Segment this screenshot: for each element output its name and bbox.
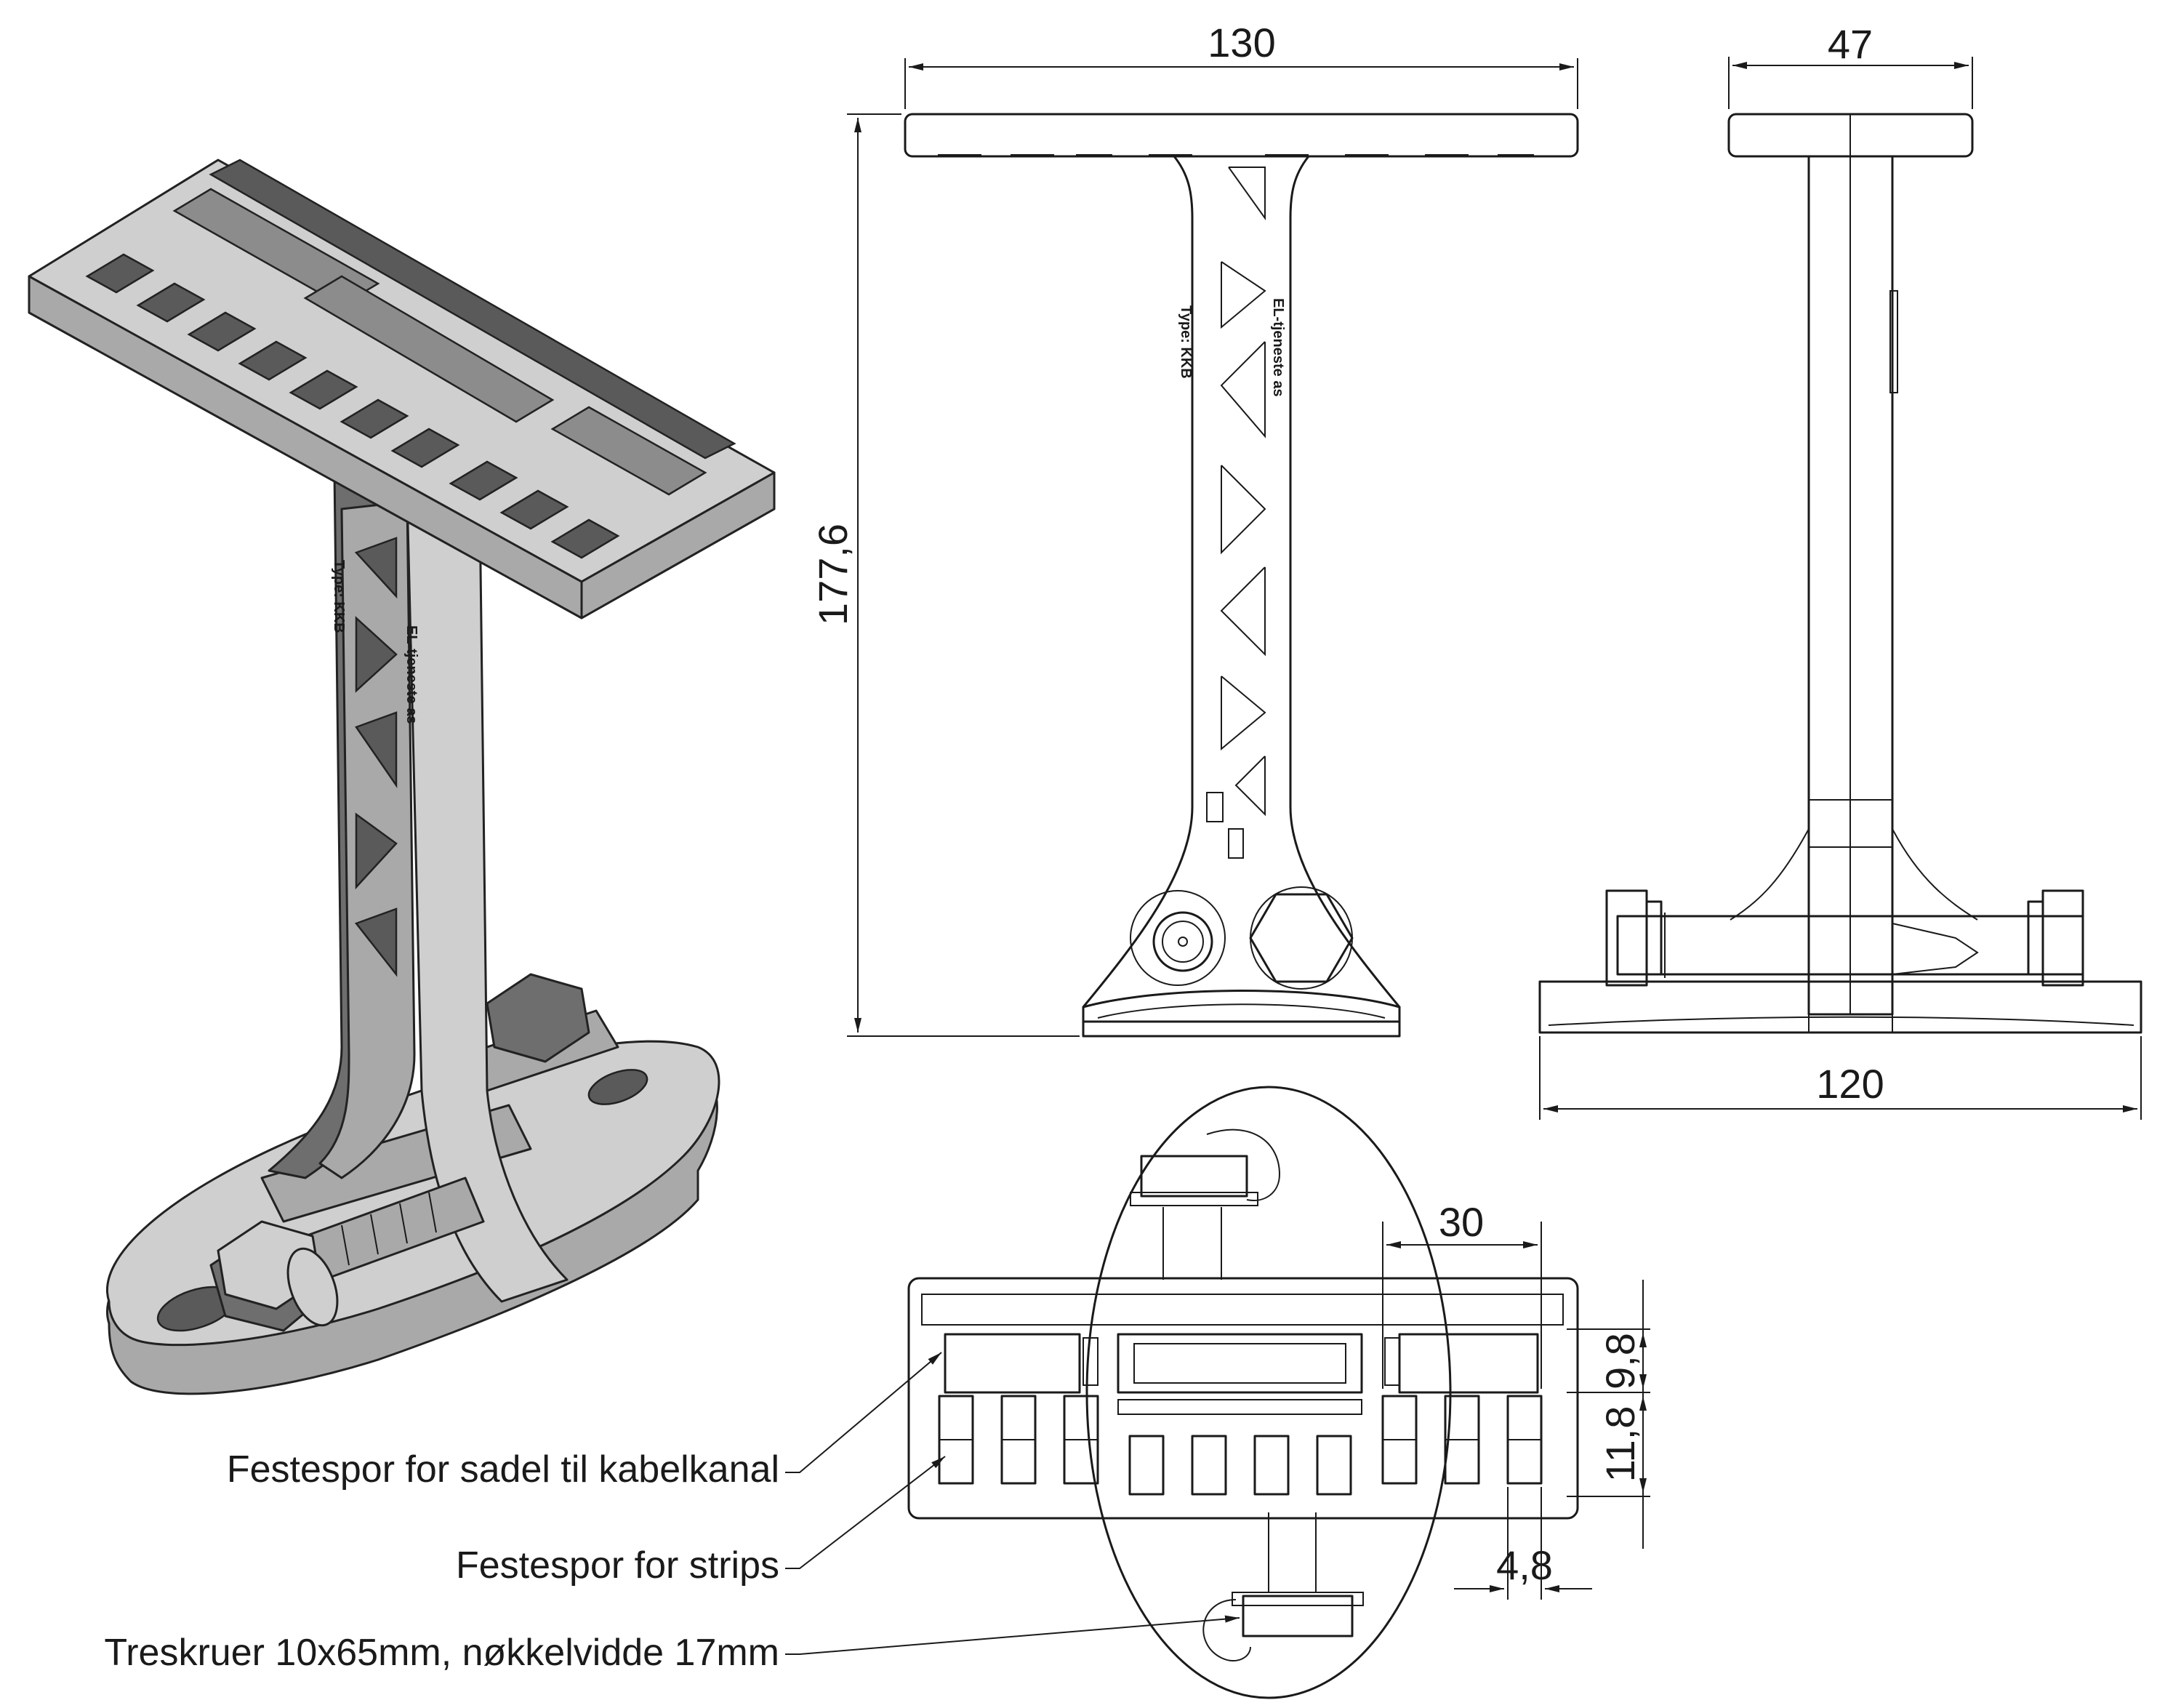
- side-base: [1538, 980, 2142, 1034]
- front-screw-head-hex: [1249, 893, 1354, 983]
- dim-side-base: 120: [1816, 1061, 1884, 1107]
- dim-side-width: 47: [1828, 21, 1873, 67]
- cable-channel-slot-right: [1398, 1333, 1539, 1394]
- front-view: EL-tjeneste as Type: KKB: [904, 113, 1579, 1038]
- iso-screw-front: [209, 1176, 485, 1332]
- front-dimensions: 130 177,6: [810, 20, 1578, 1037]
- front-lattice: EL-tjeneste as Type: KKB: [1178, 167, 1286, 859]
- dim-top-row2: 11,8: [1597, 1406, 1643, 1483]
- cable-channel-slot-left: [944, 1333, 1081, 1394]
- dim-top-row1: 9,8: [1597, 1333, 1643, 1390]
- top-screw-head-lower: [1242, 1595, 1354, 1637]
- dim-front-height: 177,6: [810, 524, 856, 625]
- front-column: [1082, 155, 1401, 1023]
- callout-wood-screws: Treskruer 10x65mm, nøkkelvidde 17mm: [104, 1632, 779, 1674]
- callout-cable-channel-saddle: Festespor for sadel til kabelkanal: [227, 1448, 779, 1491]
- iso-engraving-top: EL-tjeneste as: [403, 625, 419, 724]
- front-top-plate: [904, 113, 1579, 158]
- top-view: [907, 1086, 1579, 1699]
- iso-column: EL-tjeneste as Type: KKB: [268, 464, 569, 1303]
- isometric-view: EL-tjeneste as Type: KKB: [28, 159, 776, 1395]
- dim-top-slot-width: 4,8: [1496, 1542, 1553, 1588]
- iso-top-plate: [28, 159, 776, 620]
- dim-front-width: 130: [1208, 20, 1275, 65]
- callout-strip-slots: Festespor for strips: [456, 1544, 779, 1587]
- dim-top-slot-pitch: 30: [1439, 1199, 1484, 1245]
- front-screw-head-round: [1152, 911, 1213, 972]
- side-column: [1807, 155, 1894, 1016]
- top-plate: [907, 1277, 1579, 1520]
- iso-screw-back: [260, 973, 619, 1223]
- front-engraving-line2: Type: KKB: [1178, 305, 1194, 379]
- front-engraving-line1: EL-tjeneste as: [1270, 298, 1286, 397]
- side-dimensions: 47 120: [1539, 21, 2142, 1120]
- front-base: [1082, 990, 1401, 1038]
- strip-slots: [938, 1395, 1543, 1496]
- top-dimensions: 30 9,8 11,8 4,8: [1382, 1199, 1650, 1600]
- side-view: [1538, 113, 2142, 1034]
- cable-channel-slot-middle: [1117, 1333, 1363, 1394]
- iso-engraving-bottom: Type: KKB: [331, 560, 347, 633]
- callouts: Festespor for sadel til kabelkanal Feste…: [104, 1352, 1240, 1674]
- top-screw-head-upper: [1140, 1155, 1248, 1198]
